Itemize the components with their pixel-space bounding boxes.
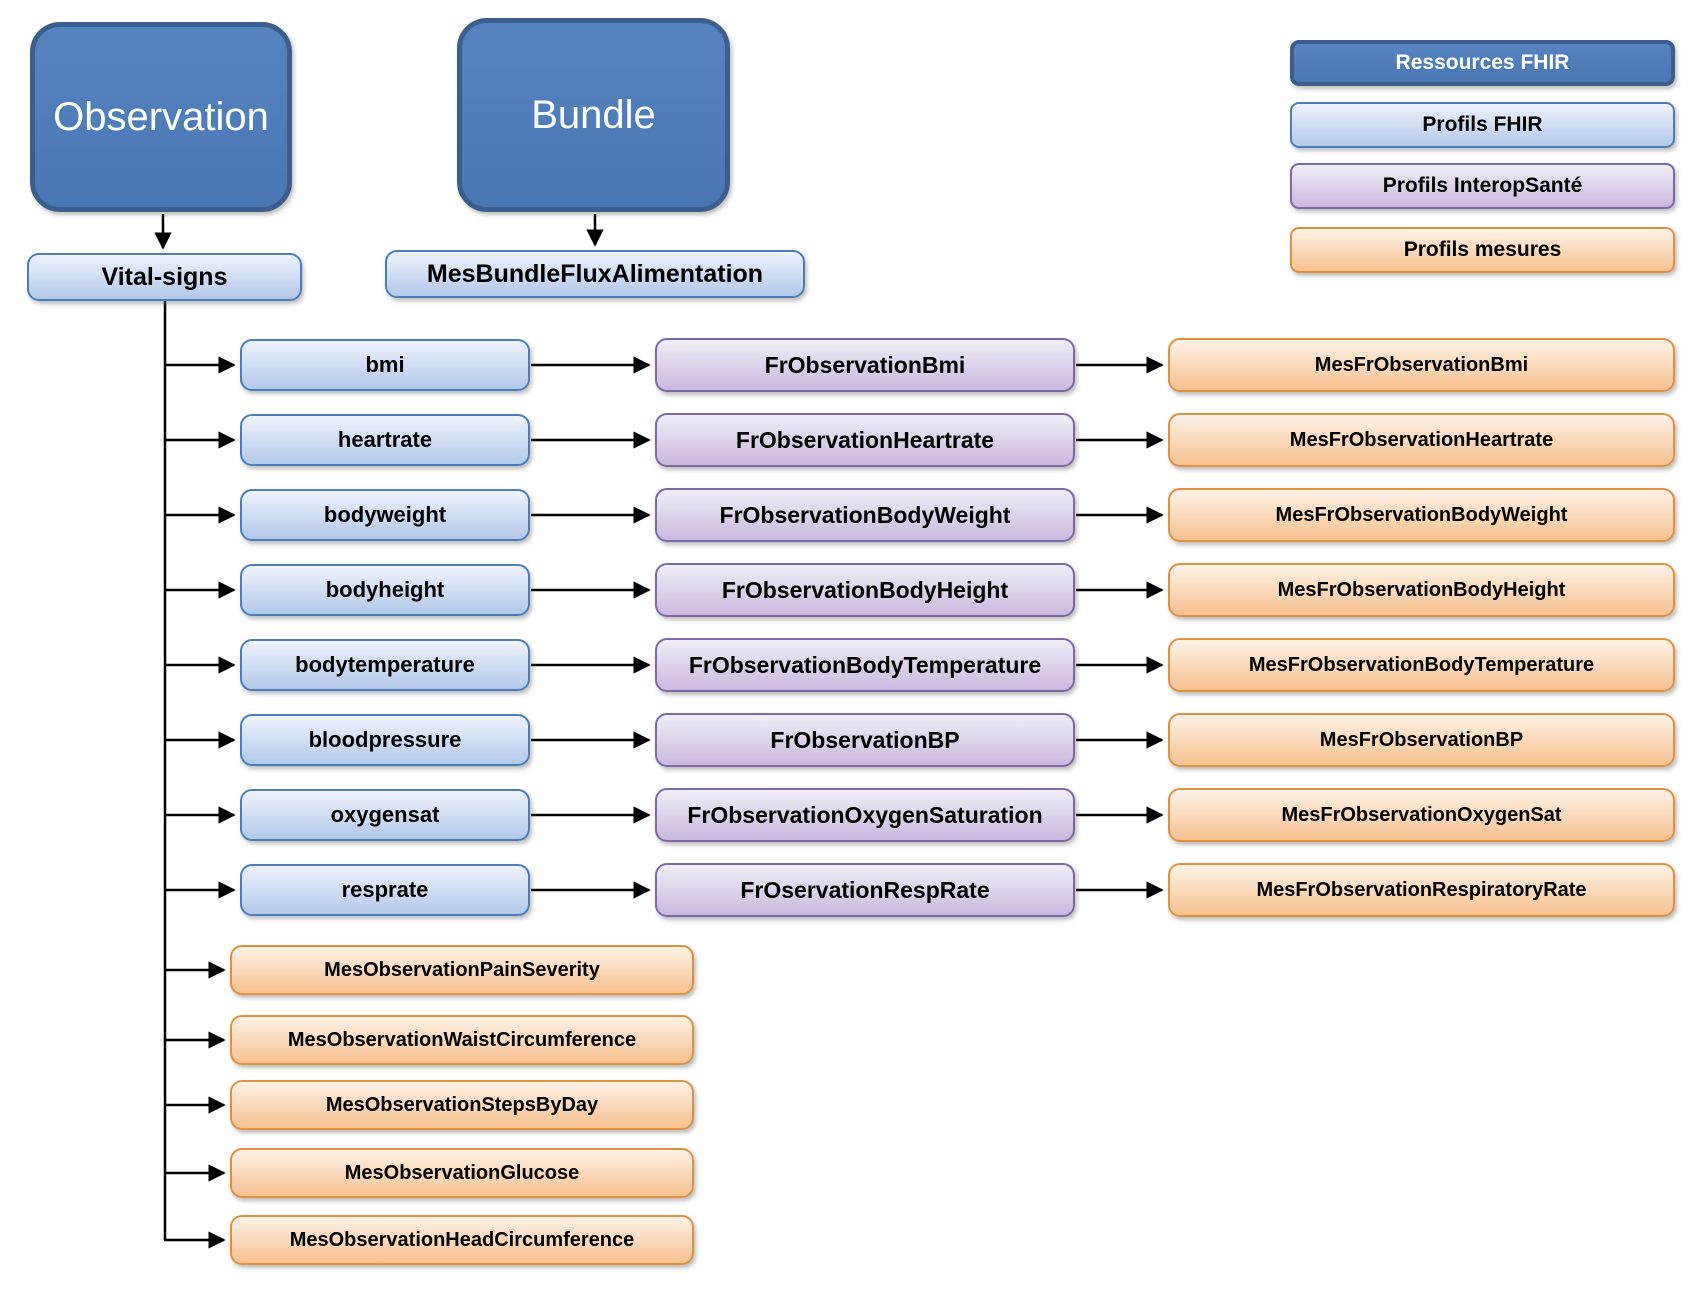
legend-item-profils-interopsante: Profils InteropSanté — [1290, 163, 1675, 209]
node-oxygensat: oxygensat — [240, 789, 530, 841]
node-bodyweight: bodyweight — [240, 489, 530, 541]
node-bodyheight: bodyheight — [240, 564, 530, 616]
node-bundle: Bundle — [457, 18, 730, 212]
node-mes-fr-observation-heartrate: MesFrObservationHeartrate — [1168, 413, 1675, 467]
node-fr-observation-oxygen-saturation: FrObservationOxygenSaturation — [655, 788, 1075, 842]
node-vital-signs: Vital-signs — [27, 253, 302, 301]
node-mes-fr-observation-bodyweight: MesFrObservationBodyWeight — [1168, 488, 1675, 542]
node-mes-fr-observation-bodyheight: MesFrObservationBodyHeight — [1168, 563, 1675, 617]
node-mes-fr-observation-bmi: MesFrObservationBmi — [1168, 338, 1675, 392]
node-observation: Observation — [30, 22, 292, 212]
node-fr-observation-bodytemperature: FrObservationBodyTemperature — [655, 638, 1075, 692]
legend-item-profils-mesures: Profils mesures — [1290, 227, 1675, 273]
node-bmi: bmi — [240, 339, 530, 391]
node-heartrate: heartrate — [240, 414, 530, 466]
node-mes-observation-head-circumference: MesObservationHeadCircumference — [230, 1215, 694, 1265]
node-fr-observation-bodyweight: FrObservationBodyWeight — [655, 488, 1075, 542]
node-mes-observation-pain-severity: MesObservationPainSeverity — [230, 945, 694, 995]
node-resprate: resprate — [240, 864, 530, 916]
node-fr-observation-heartrate: FrObservationHeartrate — [655, 413, 1075, 467]
legend-item-profils-fhir: Profils FHIR — [1290, 102, 1675, 148]
node-mes-bundle-flux-alimentation: MesBundleFluxAlimentation — [385, 250, 805, 298]
node-mes-observation-glucose: MesObservationGlucose — [230, 1148, 694, 1198]
node-fr-oservation-resprate: FrOservationRespRate — [655, 863, 1075, 917]
node-mes-fr-observation-bodytemperature: MesFrObservationBodyTemperature — [1168, 638, 1675, 692]
node-mes-fr-observation-respiratory-rate: MesFrObservationRespiratoryRate — [1168, 863, 1675, 917]
node-mes-fr-observation-bp: MesFrObservationBP — [1168, 713, 1675, 767]
node-fr-observation-bodyheight: FrObservationBodyHeight — [655, 563, 1075, 617]
legend-item-ressources-fhir: Ressources FHIR — [1290, 40, 1675, 86]
node-mes-observation-steps-by-day: MesObservationStepsByDay — [230, 1080, 694, 1130]
node-mes-observation-waist-circumference: MesObservationWaistCircumference — [230, 1015, 694, 1065]
node-fr-observation-bp: FrObservationBP — [655, 713, 1075, 767]
node-fr-observation-bmi: FrObservationBmi — [655, 338, 1075, 392]
node-bodytemperature: bodytemperature — [240, 639, 530, 691]
node-bloodpressure: bloodpressure — [240, 714, 530, 766]
node-mes-fr-observation-oxygensat: MesFrObservationOxygenSat — [1168, 788, 1675, 842]
